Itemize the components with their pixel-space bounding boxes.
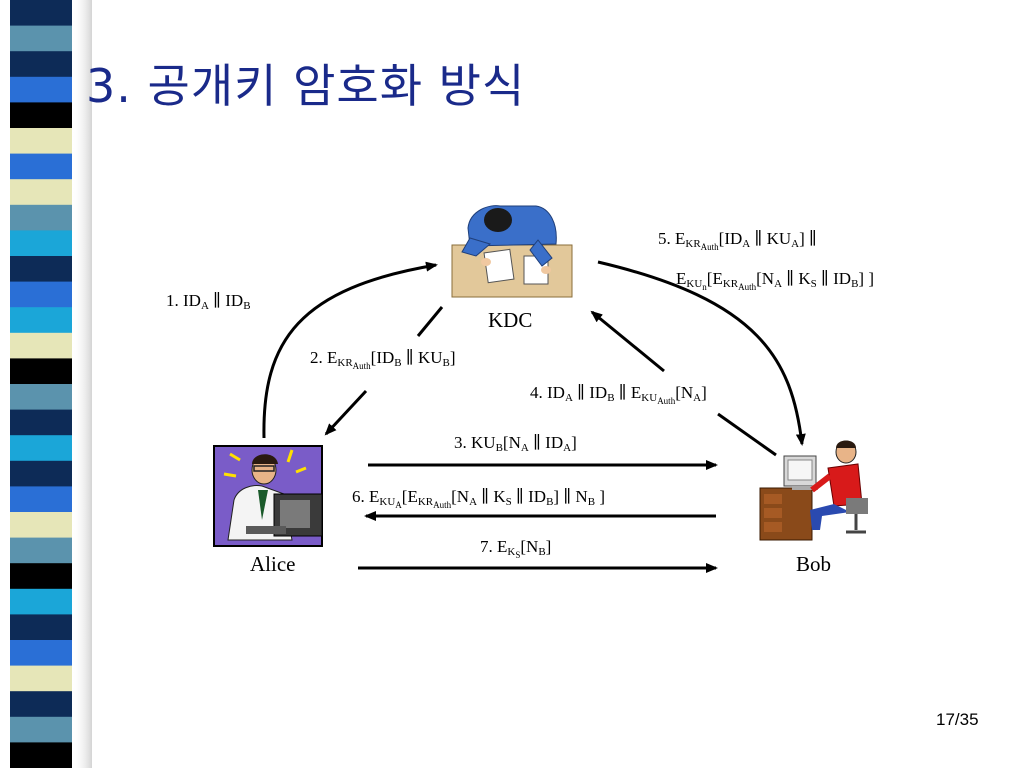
- strip-block: [10, 691, 72, 718]
- arrow-4-bob-to-kdc: [590, 310, 665, 373]
- strip-block: [10, 409, 72, 436]
- strip-block: [10, 281, 72, 308]
- strip-block: [10, 742, 72, 768]
- strip-block: [10, 51, 72, 78]
- strip-block: [10, 76, 72, 103]
- bob-label: Bob: [796, 552, 832, 576]
- strip-block: [10, 25, 72, 52]
- strip-block: [10, 435, 72, 462]
- strip-block: [10, 102, 72, 129]
- strip-block: [10, 204, 72, 231]
- strip-block: [10, 563, 72, 590]
- strip-block: [10, 640, 72, 667]
- slide-title: 3. 공개키 암호화 방식: [86, 59, 526, 113]
- page-number: 17/35: [936, 710, 979, 729]
- message-5-label-line1: 5. EKRAuth[IDA ∥ KUA] ∥: [658, 229, 817, 252]
- message-6-label: 6. EKUA[EKRAuth[NA ∥ KS ∥ IDB] ∥ NB ]: [352, 487, 605, 510]
- arrow-2-kdc-to-alice: [324, 389, 368, 436]
- strip-block: [10, 307, 72, 334]
- arrow-1-alice-to-kdc: [262, 261, 438, 439]
- strip-block: [10, 128, 72, 155]
- strip-block: [10, 486, 72, 513]
- strip-block: [10, 384, 72, 411]
- strip-block: [10, 716, 72, 743]
- message-3-label: 3. KUB[NA ∥ IDA]: [454, 433, 577, 454]
- message-7-label: 7. EKS[NB]: [480, 537, 552, 560]
- message-4-label: 4. IDA ∥ IDB ∥ EKUAuth[NA]: [530, 383, 707, 406]
- kdc-label: KDC: [488, 308, 533, 332]
- kdc-person-icon: [451, 205, 573, 298]
- strip-block: [10, 358, 72, 385]
- strip-block: [10, 614, 72, 641]
- decorative-side-strip: [10, 0, 92, 768]
- arrow-2-upper-stroke: [416, 306, 444, 337]
- strip-block: [10, 179, 72, 206]
- strip-block: [10, 230, 72, 257]
- message-1-label: 1. IDA ∥ IDB: [166, 291, 251, 312]
- message-5-label-line2: EKUn[EKRAuth[NA ∥ KS ∥ IDB] ]: [676, 269, 874, 292]
- strip-block: [10, 153, 72, 180]
- alice-person-icon: [213, 445, 323, 547]
- strip-block: [10, 512, 72, 539]
- strip-block: [10, 332, 72, 359]
- strip-block: [10, 588, 72, 615]
- strip-block: [10, 0, 72, 27]
- strip-block: [10, 256, 72, 283]
- strip-block: [10, 537, 72, 564]
- bob-person-icon: [759, 440, 868, 541]
- strip-block: [10, 665, 72, 692]
- arrow-4-lower-stroke: [717, 412, 777, 457]
- arrow-5-kdc-to-bob: [597, 260, 806, 446]
- strip-block: [10, 460, 72, 487]
- message-2-label: 2. EKRAuth[IDB ∥ KUB]: [310, 348, 456, 371]
- alice-label: Alice: [250, 552, 296, 576]
